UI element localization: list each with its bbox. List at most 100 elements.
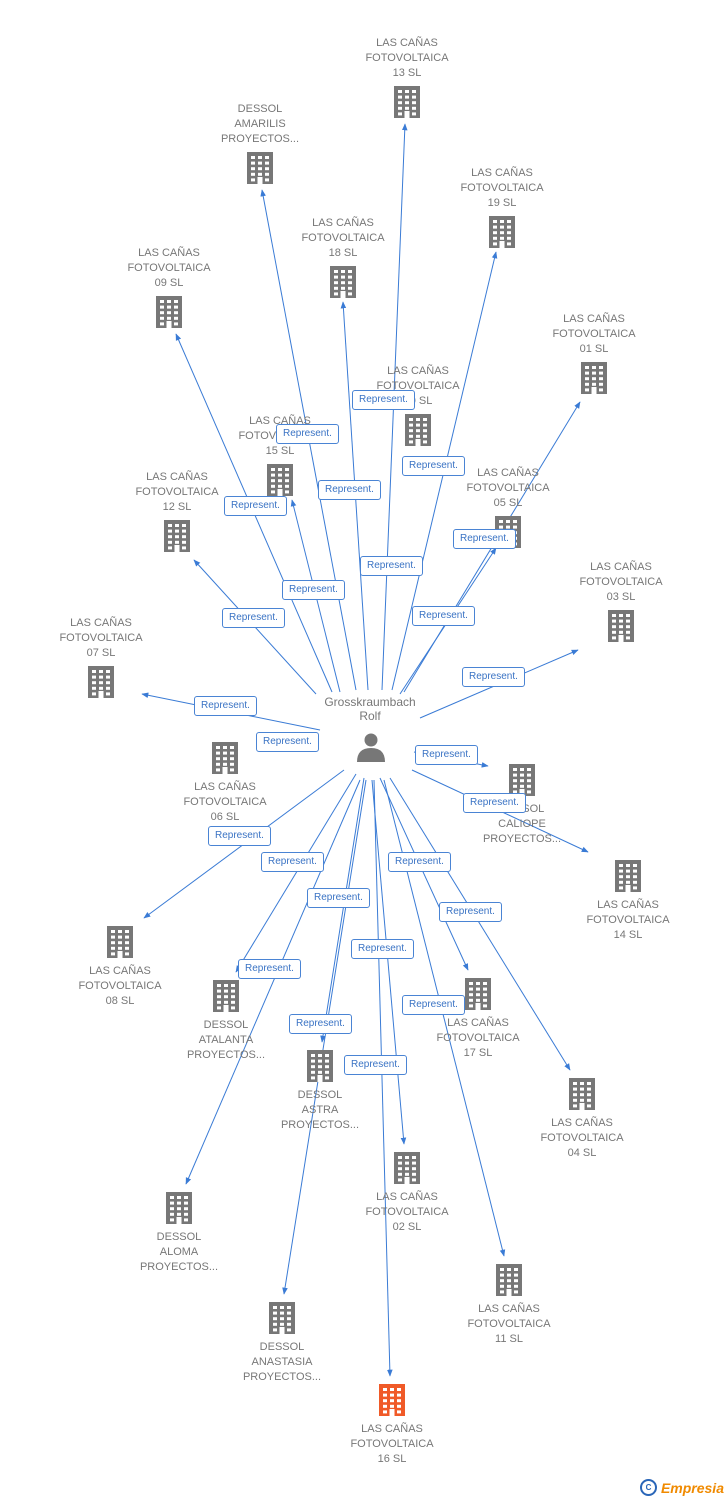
edge-lcf04 — [389, 777, 571, 1071]
building-icon-lcf04[interactable] — [569, 1078, 595, 1110]
relation-tag[interactable]: Represent. — [402, 456, 465, 476]
company-label-line: FOTOVOLTAICA — [436, 1032, 520, 1044]
building-icon-lcf07[interactable] — [88, 666, 114, 698]
building-icon-atalanta[interactable] — [213, 980, 239, 1012]
company-label-line: FOTOVOLTAICA — [127, 262, 211, 274]
company-label-line: FOTOVOLTAICA — [365, 1206, 449, 1218]
person-icon[interactable] — [357, 733, 385, 763]
relation-tag[interactable]: Represent. — [282, 580, 345, 600]
relation-tag[interactable]: Represent. — [439, 902, 502, 922]
building-icon-caliope[interactable] — [509, 764, 535, 796]
company-label-line: LAS CAÑAS — [89, 965, 151, 977]
relation-tag[interactable]: Represent. — [289, 1014, 352, 1034]
relation-tag[interactable]: Represent. — [402, 995, 465, 1015]
relation-tag[interactable]: Represent. — [194, 696, 257, 716]
company-label-line: 06 SL — [210, 811, 240, 823]
edge-anastasia — [282, 779, 367, 1295]
building-icon-lcf17[interactable] — [465, 978, 491, 1010]
company-label-line: FOTOVOLTAICA — [376, 380, 460, 392]
building-icon-lcf13[interactable] — [394, 86, 420, 118]
relation-tag[interactable]: Represent. — [208, 826, 271, 846]
edge-lcf02 — [371, 779, 407, 1145]
building-icon-lcf03[interactable] — [608, 610, 634, 642]
building-icon-lcf11[interactable] — [496, 1264, 522, 1296]
relation-tag[interactable]: Represent. — [344, 1055, 407, 1075]
company-label-line: LAS CAÑAS — [70, 617, 132, 629]
relation-tag[interactable]: Represent. — [360, 556, 423, 576]
building-icon-lcf08[interactable] — [107, 926, 133, 958]
company-label-line: 19 SL — [487, 197, 517, 209]
relation-tag[interactable]: Represent. — [462, 667, 525, 687]
building-icon-lcf19[interactable] — [489, 216, 515, 248]
relation-tag[interactable]: Represent. — [276, 424, 339, 444]
building-icon-astra[interactable] — [307, 1050, 333, 1082]
company-label-line: ASTRA — [301, 1104, 339, 1116]
relation-tag[interactable]: Represent. — [463, 793, 526, 813]
company-label-line: FOTOVOLTAICA — [586, 914, 670, 926]
building-icon-lcf18[interactable] — [330, 266, 356, 298]
company-label-line: FOTOVOLTAICA — [59, 632, 143, 644]
company-label-line: DESSOL — [203, 1019, 249, 1031]
edge-aloma — [185, 779, 361, 1185]
relation-tag[interactable]: Represent. — [412, 606, 475, 626]
relation-tag[interactable]: Represent. — [415, 745, 478, 765]
building-icon-lcf06[interactable] — [212, 742, 238, 774]
building-icon-aloma[interactable] — [166, 1192, 192, 1224]
company-label-line: LAS CAÑAS — [146, 471, 208, 483]
company-label-line: 01 SL — [579, 343, 609, 355]
relation-tag[interactable]: Represent. — [307, 888, 370, 908]
relation-tag[interactable]: Represent. — [224, 496, 287, 516]
relation-tag[interactable]: Represent. — [388, 852, 451, 872]
relation-tag[interactable]: Represent. — [238, 959, 301, 979]
relation-tag[interactable]: Represent. — [222, 608, 285, 628]
relation-tag[interactable]: Represent. — [261, 852, 324, 872]
building-icon-lcf12[interactable] — [164, 520, 190, 552]
building-icon-lcf01[interactable] — [581, 362, 607, 394]
center-person-name-line1: Grosskraumbach — [324, 695, 416, 709]
center-person-name[interactable]: Grosskraumbach Rolf — [300, 695, 440, 723]
relation-tag[interactable]: Represent. — [351, 939, 414, 959]
company-label-line: LAS CAÑAS — [312, 217, 374, 229]
company-label-line: FOTOVOLTAICA — [460, 182, 544, 194]
relation-tag[interactable]: Represent. — [318, 480, 381, 500]
edge-astra — [320, 777, 365, 1043]
building-icon-lcf10[interactable] — [405, 414, 431, 446]
building-icon-lcf09[interactable] — [156, 296, 182, 328]
building-icon-lcf02[interactable] — [394, 1152, 420, 1184]
company-label-line: FOTOVOLTAICA — [135, 486, 219, 498]
relation-tag[interactable]: Represent. — [453, 529, 516, 549]
relation-tag[interactable]: Represent. — [256, 732, 319, 752]
building-icon-amarilis[interactable] — [247, 152, 273, 184]
company-label-line: FOTOVOLTAICA — [365, 52, 449, 64]
building-icon-anastasia[interactable] — [269, 1302, 295, 1334]
building-icon-lcf14[interactable] — [615, 860, 641, 892]
company-label-line: FOTOVOLTAICA — [350, 1438, 434, 1450]
company-label-line: LAS CAÑAS — [376, 1191, 438, 1203]
building-icon-lcf16[interactable] — [379, 1384, 405, 1416]
building-icon-lcf15[interactable] — [267, 464, 293, 496]
relation-tag[interactable]: Represent. — [352, 390, 415, 410]
company-label-line: LAS CAÑAS — [563, 313, 625, 325]
